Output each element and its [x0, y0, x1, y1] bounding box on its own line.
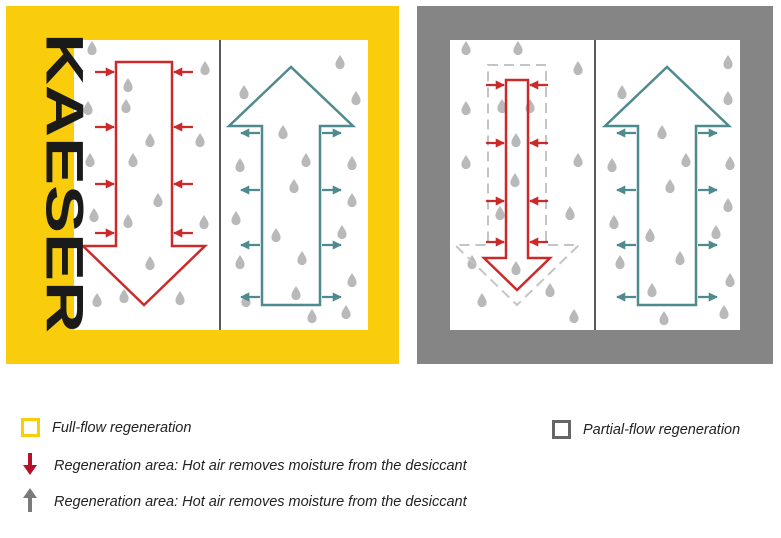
partial-flow-drying-arrow [601, 65, 733, 307]
partial-flow-panel [417, 6, 773, 364]
full-flow-outflow-arrows [240, 128, 342, 302]
red-down-arrow-icon [18, 452, 42, 480]
partial-flow-regeneration-arrow [480, 78, 554, 292]
full-flow-panel: KAESER [6, 6, 399, 364]
gray-square-icon [552, 420, 571, 439]
yellow-square-icon [21, 418, 40, 437]
legend-partial-flow-label: Partial-flow regeneration [583, 421, 741, 438]
legend-down-arrow: Regeneration area: Hot air removes moist… [18, 452, 467, 480]
full-flow-inflow-arrows [95, 67, 193, 238]
kaeser-logo: KAESER [35, 33, 94, 333]
legend-up-arrow-label: Regeneration area: Hot air removes moist… [54, 494, 467, 510]
full-flow-outline-reference [452, 64, 582, 307]
legend-full-flow: Full-flow regeneration [21, 418, 191, 437]
full-flow-regeneration-arrow [79, 60, 209, 307]
gray-up-arrow-icon [18, 487, 42, 517]
legend-partial-flow: Partial-flow regeneration [552, 420, 740, 439]
legend-up-arrow: Regeneration area: Hot air removes moist… [18, 487, 467, 517]
partial-flow-outflow-arrows [616, 128, 718, 302]
full-flow-vessels [74, 40, 368, 330]
partial-flow-inflow-arrows [486, 80, 548, 247]
full-flow-drying-arrow [225, 65, 357, 307]
legend-full-flow-label: Full-flow regeneration [52, 419, 192, 436]
legend-down-arrow-label: Regeneration area: Hot air removes moist… [54, 458, 467, 474]
